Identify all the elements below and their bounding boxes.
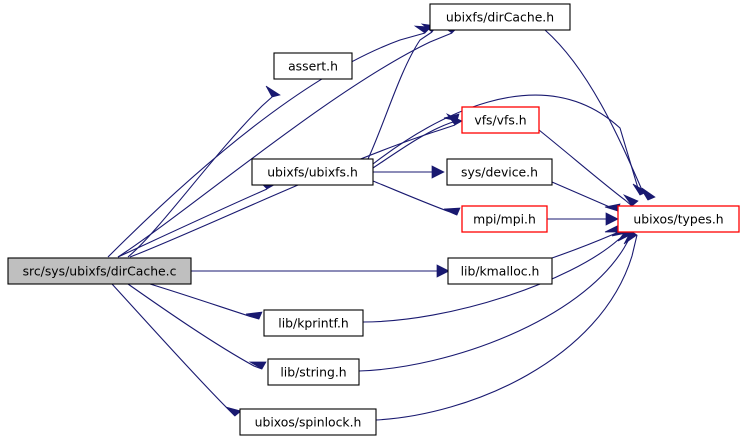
node-kprintf[interactable]: lib/kprintf.h bbox=[263, 309, 364, 337]
node-box[interactable] bbox=[263, 309, 364, 337]
node-box[interactable] bbox=[446, 158, 553, 186]
arrow-head-icon bbox=[605, 212, 619, 226]
edge-dircache-to-types bbox=[544, 29, 656, 201]
node-box[interactable] bbox=[273, 52, 353, 80]
arrow-head-icon bbox=[641, 187, 656, 201]
edge-ubixfs-to-device bbox=[373, 165, 445, 179]
edge-line bbox=[117, 32, 453, 258]
edge-root-to-dircache bbox=[107, 25, 432, 258]
node-label: lib/kprintf.h bbox=[278, 316, 348, 331]
edge-root-to-assert bbox=[127, 85, 281, 258]
node-box[interactable] bbox=[267, 358, 360, 386]
edge-ubixfs-to-mpi bbox=[372, 180, 461, 216]
edge-line bbox=[127, 96, 273, 258]
node-ubixfs[interactable]: ubixfs/ubixfs.h bbox=[251, 158, 374, 186]
edge-line bbox=[149, 283, 260, 320]
arrow-head-icon bbox=[622, 194, 639, 207]
edge-ubixfs-to-vfs bbox=[372, 113, 460, 169]
edge-line bbox=[127, 283, 263, 370]
edge-layer bbox=[107, 23, 656, 421]
node-label: lib/kmalloc.h bbox=[461, 264, 540, 279]
node-label: lib/string.h bbox=[280, 365, 346, 380]
edge-root-to-string bbox=[127, 283, 267, 370]
edge-line bbox=[362, 232, 628, 323]
edge-ubixfs-to-dircache bbox=[367, 23, 438, 160]
edge-root-to-kprintf bbox=[149, 283, 263, 320]
edge-line bbox=[129, 124, 456, 258]
node-box[interactable] bbox=[617, 205, 740, 233]
node-box[interactable] bbox=[461, 106, 540, 134]
node-box[interactable] bbox=[447, 257, 553, 285]
edge-device-to-types bbox=[551, 181, 621, 212]
edge-root-to-kmalloc bbox=[191, 264, 450, 278]
arrow-head-icon bbox=[436, 264, 450, 278]
node-string[interactable]: lib/string.h bbox=[267, 358, 360, 386]
arrow-head-icon bbox=[245, 311, 263, 320]
edge-line bbox=[372, 120, 458, 169]
edge-line bbox=[372, 94, 641, 196]
node-root[interactable]: src/sys/ubixfs/dirCache.c bbox=[7, 257, 192, 285]
edge-line bbox=[107, 32, 426, 258]
node-dircache[interactable]: ubixfs/dirCache.h bbox=[429, 3, 571, 31]
node-device[interactable]: sys/device.h bbox=[446, 158, 553, 186]
edge-line bbox=[375, 234, 638, 421]
edge-line bbox=[111, 283, 236, 417]
arrow-head-icon bbox=[431, 165, 445, 179]
edge-line bbox=[544, 29, 649, 201]
node-assert[interactable]: assert.h bbox=[273, 52, 353, 80]
node-mpi[interactable]: mpi/mpi.h bbox=[461, 205, 548, 233]
node-label: vfs/vfs.h bbox=[474, 113, 526, 128]
arrow-head-icon bbox=[248, 361, 267, 370]
node-layer: src/sys/ubixfs/dirCache.c assert.h ubixfs/… bbox=[7, 3, 740, 436]
edge-vfs-to-types bbox=[538, 129, 639, 207]
node-vfs[interactable]: vfs/vfs.h bbox=[461, 106, 540, 134]
node-types[interactable]: ubixos/types.h bbox=[617, 205, 740, 233]
node-box[interactable] bbox=[7, 257, 192, 285]
arrow-head-icon bbox=[623, 230, 638, 245]
edge-spinlock-to-types bbox=[375, 230, 638, 421]
edge-line bbox=[538, 129, 633, 207]
node-label: src/sys/ubixfs/dirCache.c bbox=[23, 264, 177, 279]
edge-root-to-spinlock bbox=[111, 283, 242, 417]
edge-line bbox=[372, 180, 458, 216]
node-label: mpi/mpi.h bbox=[473, 212, 536, 227]
arrow-head-icon bbox=[224, 406, 242, 417]
edge-line bbox=[367, 31, 433, 160]
node-box[interactable] bbox=[251, 158, 374, 186]
edge-line bbox=[358, 233, 633, 372]
edge-root-to-ubixfs bbox=[117, 179, 275, 258]
node-label: sys/device.h bbox=[461, 165, 538, 180]
node-label: ubixfs/dirCache.h bbox=[446, 10, 554, 25]
node-box[interactable] bbox=[239, 408, 377, 436]
arrow-head-icon bbox=[265, 85, 281, 98]
edge-line bbox=[551, 231, 621, 259]
node-label: assert.h bbox=[288, 59, 338, 74]
node-box[interactable] bbox=[429, 3, 571, 31]
node-kmalloc[interactable]: lib/kmalloc.h bbox=[447, 257, 553, 285]
node-spinlock[interactable]: ubixos/spinlock.h bbox=[239, 408, 377, 436]
edge-line bbox=[117, 188, 268, 258]
node-label: ubixos/types.h bbox=[633, 212, 723, 227]
edge-kmalloc-to-types bbox=[551, 224, 621, 259]
edge-mpi-to-types bbox=[547, 212, 619, 226]
node-box[interactable] bbox=[461, 205, 548, 233]
arrow-head-icon bbox=[443, 207, 461, 216]
node-label: ubixos/spinlock.h bbox=[255, 415, 362, 430]
node-label: ubixfs/ubixfs.h bbox=[267, 165, 358, 180]
